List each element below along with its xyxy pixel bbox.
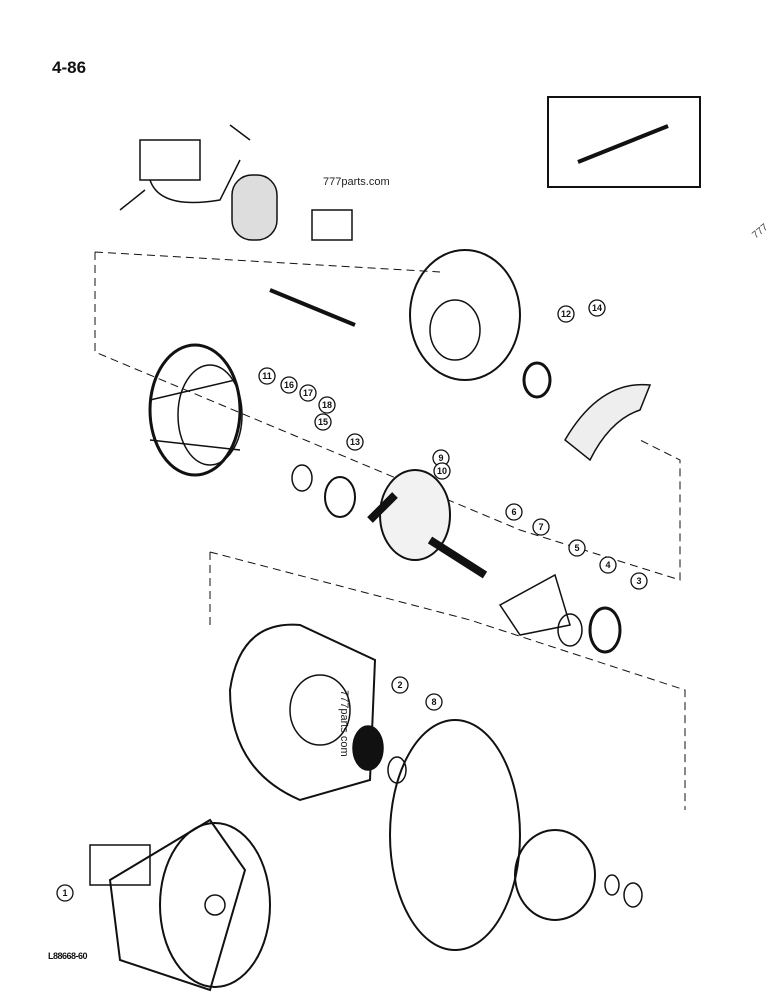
- callout-number: 2: [397, 680, 402, 690]
- callout-11: 11: [258, 367, 276, 385]
- callout-number: 11: [262, 371, 272, 381]
- callout-3: 3: [630, 572, 648, 590]
- callout-10: 10: [433, 462, 451, 480]
- pulley: [514, 829, 596, 921]
- page-number: 4-86: [52, 58, 87, 77]
- dashed-group-upper: [94, 251, 681, 581]
- seal-ring: [522, 361, 552, 399]
- callout-circle: [505, 503, 523, 521]
- callout-circle: [299, 384, 317, 402]
- callout-circle: [433, 462, 451, 480]
- callout-12: 12: [557, 305, 575, 323]
- figure-code: L88668-60: [48, 951, 88, 961]
- callout-circle: [532, 518, 550, 536]
- watermark: 777parts.com: [323, 176, 390, 188]
- fan: [389, 719, 521, 951]
- callout-circle: [568, 539, 586, 557]
- callout-circle: [391, 676, 409, 694]
- callout-15: 15: [314, 413, 332, 431]
- callout-number: 8: [431, 697, 436, 707]
- callout-circle: [346, 433, 364, 451]
- callout-circle: [314, 413, 332, 431]
- voltage-regulator-top: [119, 124, 353, 241]
- callout-number: 5: [574, 543, 579, 553]
- bearing-3: [588, 606, 622, 654]
- bearing-13: [324, 476, 356, 518]
- through-bolt: [269, 288, 356, 327]
- callout-number: 3: [636, 576, 641, 586]
- callout-number: 18: [322, 400, 332, 410]
- callout-13: 13: [346, 433, 364, 451]
- retainer-plate: [498, 573, 571, 636]
- callout-circle: [56, 884, 74, 902]
- callout-14: 14: [588, 299, 606, 317]
- callout-18: 18: [318, 396, 336, 414]
- callout-number: 4: [605, 560, 610, 570]
- callout-2: 2: [391, 676, 409, 694]
- rotor: [367, 469, 488, 579]
- front-housing: [228, 623, 377, 802]
- rear-housing: [409, 249, 521, 381]
- spacer: [557, 613, 583, 647]
- callout-number: 7: [538, 522, 543, 532]
- callout-16: 16: [280, 376, 298, 394]
- callout-number: 14: [592, 303, 602, 313]
- callout-number: 15: [318, 417, 328, 427]
- rectifier-bridge: [564, 383, 652, 462]
- callout-4: 4: [599, 556, 617, 574]
- callout-number: 17: [303, 388, 313, 398]
- callout-5: 5: [568, 539, 586, 557]
- callout-circle: [280, 376, 298, 394]
- callout-circle: [557, 305, 575, 323]
- callout-number: 10: [437, 466, 447, 476]
- callout-number: 16: [284, 380, 294, 390]
- callout-8: 8: [425, 693, 443, 711]
- callout-number: 13: [350, 437, 360, 447]
- inset-box: [547, 96, 701, 188]
- callout-number: 1: [62, 888, 67, 898]
- callout-circle: [318, 396, 336, 414]
- cable-tie: [577, 124, 669, 164]
- alternator-assembly: [89, 818, 271, 992]
- callout-circle: [588, 299, 606, 317]
- callout-number: 9: [438, 453, 443, 463]
- stator: [148, 343, 243, 477]
- dashed-group-lower: [209, 551, 686, 810]
- callout-number: 6: [511, 507, 516, 517]
- callout-circle: [599, 556, 617, 574]
- callout-17: 17: [299, 384, 317, 402]
- bearing-15: [291, 464, 313, 492]
- callout-7: 7: [532, 518, 550, 536]
- callout-1: 1: [56, 884, 74, 902]
- nut: [623, 882, 643, 908]
- oil-seal: [352, 725, 384, 771]
- callout-circle: [630, 572, 648, 590]
- callout-number: 12: [561, 309, 571, 319]
- washer: [604, 874, 620, 896]
- callout-circle: [258, 367, 276, 385]
- callout-circle: [425, 693, 443, 711]
- callout-6: 6: [505, 503, 523, 521]
